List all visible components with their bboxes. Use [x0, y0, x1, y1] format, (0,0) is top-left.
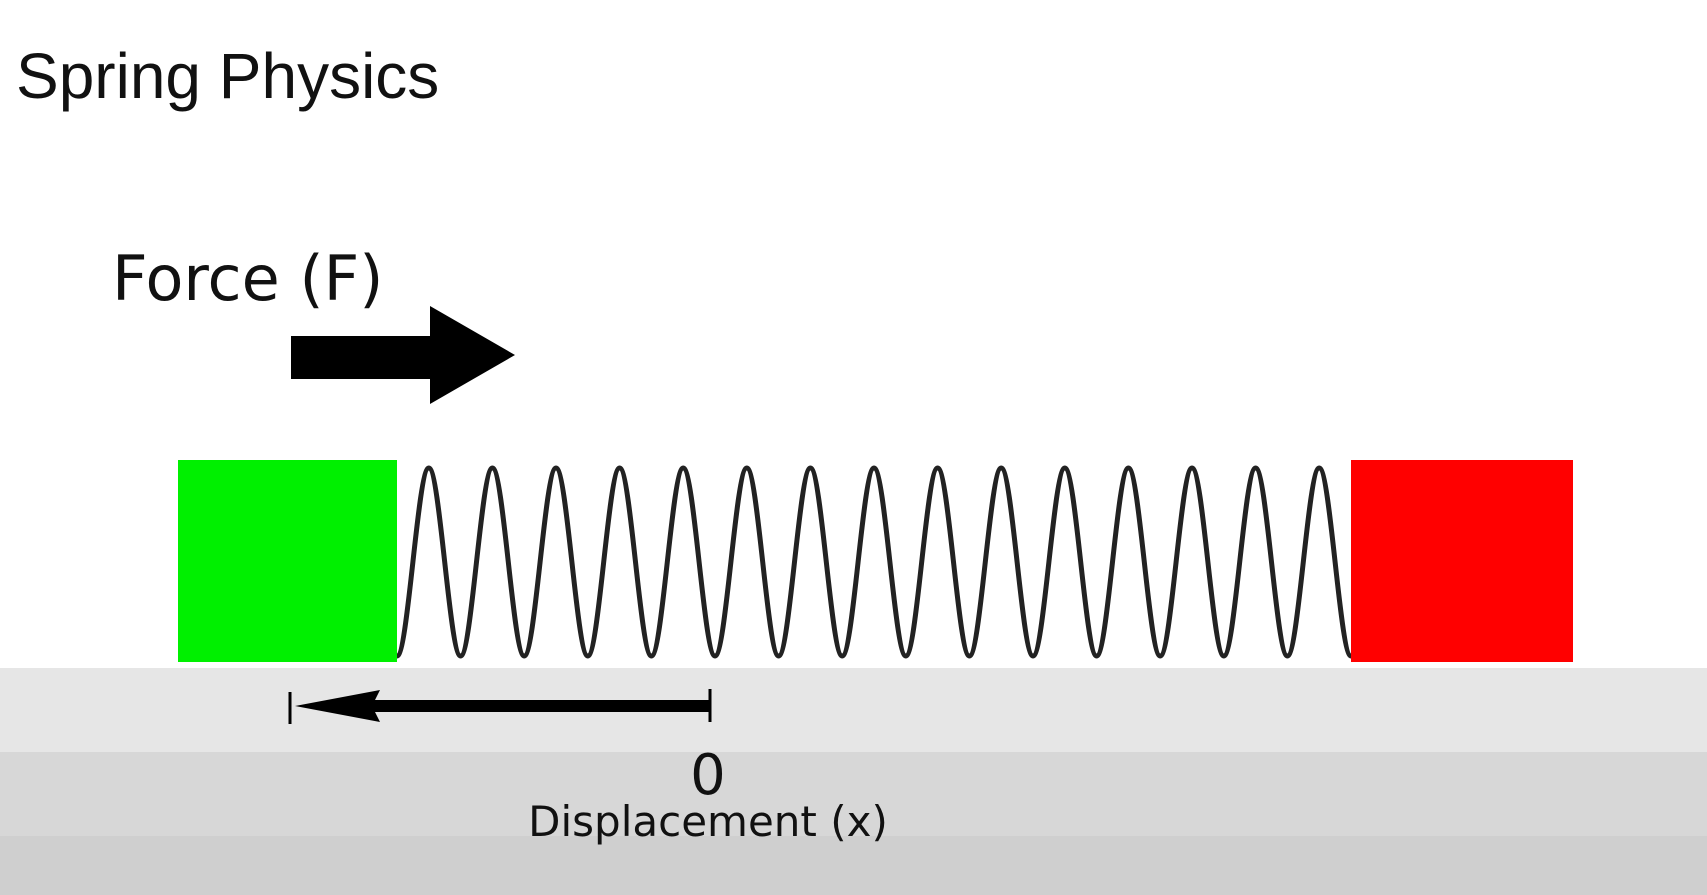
- spring-coil: [394, 465, 1354, 659]
- right-arrow-icon: [291, 306, 515, 404]
- floor-top-band: [0, 668, 1707, 752]
- force-label: Force (F): [112, 242, 384, 315]
- left-arrow-icon: [288, 689, 712, 724]
- page-title: Spring Physics: [16, 40, 440, 112]
- displacement-label: Displacement (x): [528, 797, 888, 846]
- spring-path: [394, 465, 1354, 659]
- left-block: [178, 460, 397, 662]
- right-block: [1351, 460, 1573, 662]
- floor-middle-band: [0, 752, 1707, 836]
- zero-label: 0: [690, 743, 726, 808]
- floor-bottom-band: [0, 836, 1707, 895]
